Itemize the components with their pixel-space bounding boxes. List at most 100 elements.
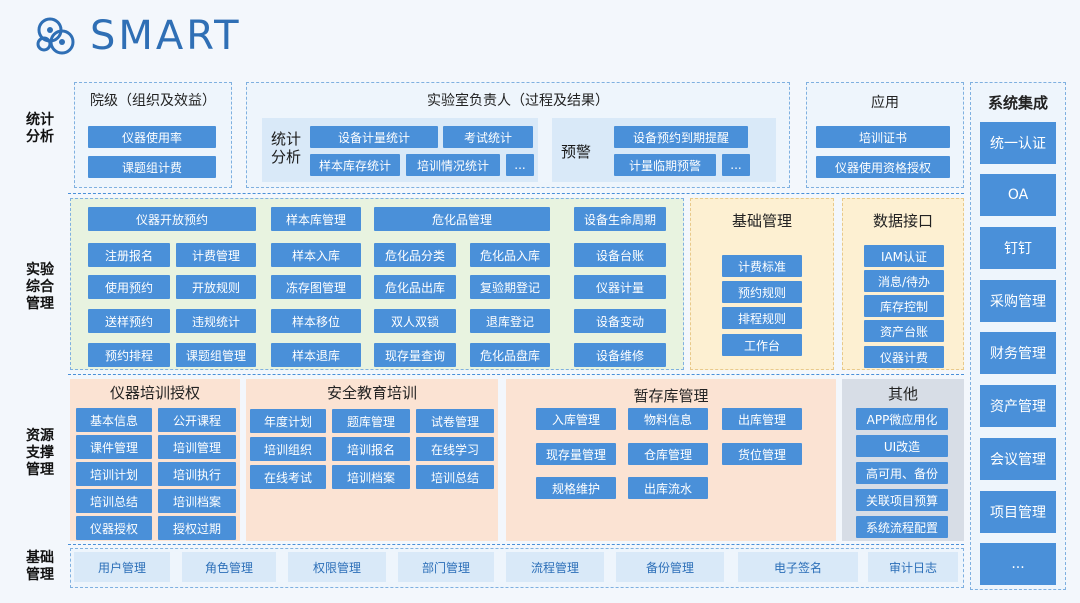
data-api-item[interactable]: 仪器计费	[864, 346, 944, 368]
lab-item[interactable]: 课题组管理	[176, 343, 256, 367]
base-mgmt-item[interactable]: 排程规则	[722, 307, 802, 329]
lab-item[interactable]: 仪器计量	[574, 275, 666, 299]
other-item[interactable]: UI改造	[856, 435, 948, 457]
lab-item[interactable]: 送样预约	[88, 309, 170, 333]
safety-item[interactable]: 题库管理	[332, 409, 410, 433]
integration-item[interactable]: 财务管理	[980, 332, 1056, 374]
foundation-item[interactable]: 权限管理	[288, 552, 386, 582]
integration-item[interactable]: 统一认证	[980, 122, 1056, 164]
training-item[interactable]: 授权过期	[158, 516, 236, 540]
stats-item[interactable]: 培训情况统计	[406, 154, 500, 176]
integration-item[interactable]: 采购管理	[980, 280, 1056, 322]
stats-item[interactable]: 样本库存统计	[310, 154, 400, 176]
integration-item[interactable]: 会议管理	[980, 438, 1056, 480]
training-item[interactable]: 培训执行	[158, 462, 236, 486]
lab-item[interactable]: 样本入库	[271, 243, 361, 267]
lab-item[interactable]: 危化品分类	[374, 243, 456, 267]
foundation-item[interactable]: 审计日志	[868, 552, 958, 582]
lab-item[interactable]: 危化品盘库	[470, 343, 550, 367]
training-item[interactable]: 公开课程	[158, 408, 236, 432]
lab-item[interactable]: 现存量查询	[374, 343, 456, 367]
dean-item[interactable]: 仪器使用率	[88, 126, 216, 148]
base-mgmt-item[interactable]: 计费标准	[722, 255, 802, 277]
other-item[interactable]: 高可用、备份	[856, 462, 948, 484]
foundation-item[interactable]: 备份管理	[616, 552, 724, 582]
foundation-item[interactable]: 部门管理	[398, 552, 494, 582]
warn-more[interactable]: ...	[722, 154, 750, 176]
foundation-item[interactable]: 用户管理	[74, 552, 170, 582]
safety-item[interactable]: 培训报名	[332, 437, 410, 461]
warn-item[interactable]: 计量临期预警	[614, 154, 716, 176]
lab-header[interactable]: 仪器开放预约	[88, 207, 256, 231]
data-api-item[interactable]: 库存控制	[864, 295, 944, 317]
training-item[interactable]: 课件管理	[76, 435, 152, 459]
lab-item[interactable]: 设备台账	[574, 243, 666, 267]
storage-item[interactable]: 仓库管理	[628, 443, 708, 465]
storage-item[interactable]: 出库管理	[722, 408, 802, 430]
lab-item[interactable]: 退库登记	[470, 309, 550, 333]
training-item[interactable]: 培训档案	[158, 489, 236, 513]
other-item[interactable]: APP微应用化	[856, 408, 948, 430]
stats-item[interactable]: 设备计量统计	[310, 126, 438, 148]
lab-item[interactable]: 双人双锁	[374, 309, 456, 333]
safety-item[interactable]: 培训档案	[332, 465, 410, 489]
lab-item[interactable]: 违规统计	[176, 309, 256, 333]
lab-item[interactable]: 危化品入库	[470, 243, 550, 267]
storage-item[interactable]: 出库流水	[628, 477, 708, 499]
storage-item[interactable]: 现存量管理	[536, 443, 616, 465]
base-mgmt-item[interactable]: 预约规则	[722, 281, 802, 303]
dean-item[interactable]: 课题组计费	[88, 156, 216, 178]
training-item[interactable]: 培训总结	[76, 489, 152, 513]
app-item[interactable]: 仪器使用资格授权	[816, 156, 950, 178]
storage-item[interactable]: 货位管理	[722, 443, 802, 465]
safety-item[interactable]: 试卷管理	[416, 409, 494, 433]
data-api-item[interactable]: 资产台账	[864, 320, 944, 342]
lab-header[interactable]: 设备生命周期	[574, 207, 666, 231]
lab-item[interactable]: 注册报名	[88, 243, 170, 267]
safety-item[interactable]: 年度计划	[250, 409, 326, 433]
data-api-item[interactable]: IAM认证	[864, 245, 944, 267]
foundation-item[interactable]: 角色管理	[182, 552, 276, 582]
foundation-item[interactable]: 流程管理	[506, 552, 604, 582]
integration-item[interactable]: 钉钉	[980, 227, 1056, 269]
integration-item[interactable]: OA	[980, 174, 1056, 216]
lab-header[interactable]: 样本库管理	[271, 207, 361, 231]
safety-item[interactable]: 在线考试	[250, 465, 326, 489]
integration-item[interactable]: 项目管理	[980, 491, 1056, 533]
safety-item[interactable]: 培训组织	[250, 437, 326, 461]
training-item[interactable]: 基本信息	[76, 408, 152, 432]
integration-title: 系统集成	[987, 94, 1048, 112]
lab-header[interactable]: 危化品管理	[374, 207, 550, 231]
lab-item[interactable]: 样本退库	[271, 343, 361, 367]
data-api-item[interactable]: 消息/待办	[864, 270, 944, 292]
row-divider	[68, 193, 964, 194]
lab-item[interactable]: 危化品出库	[374, 275, 456, 299]
lab-item[interactable]: 冻存图管理	[271, 275, 361, 299]
lab-item[interactable]: 样本移位	[271, 309, 361, 333]
training-item[interactable]: 培训计划	[76, 462, 152, 486]
base-mgmt-item[interactable]: 工作台	[722, 334, 802, 356]
storage-item[interactable]: 物料信息	[628, 408, 708, 430]
lab-item[interactable]: 计费管理	[176, 243, 256, 267]
lab-item[interactable]: 复验期登记	[470, 275, 550, 299]
safety-item[interactable]: 培训总结	[416, 465, 494, 489]
storage-item[interactable]: 入库管理	[536, 408, 616, 430]
lab-item[interactable]: 设备维修	[574, 343, 666, 367]
warn-item[interactable]: 设备预约到期提醒	[614, 126, 748, 148]
storage-item[interactable]: 规格维护	[536, 477, 616, 499]
lab-item[interactable]: 使用预约	[88, 275, 170, 299]
lab-item[interactable]: 预约排程	[88, 343, 170, 367]
training-item[interactable]: 培训管理	[158, 435, 236, 459]
integration-more[interactable]: ...	[980, 543, 1056, 585]
integration-item[interactable]: 资产管理	[980, 385, 1056, 427]
stats-more[interactable]: ...	[506, 154, 534, 176]
lab-item[interactable]: 设备变动	[574, 309, 666, 333]
training-item[interactable]: 仪器授权	[76, 516, 152, 540]
other-item[interactable]: 系统流程配置	[856, 516, 948, 538]
safety-item[interactable]: 在线学习	[416, 437, 494, 461]
foundation-item[interactable]: 电子签名	[738, 552, 858, 582]
other-item[interactable]: 关联项目预算	[856, 489, 948, 511]
lab-item[interactable]: 开放规则	[176, 275, 256, 299]
stats-item[interactable]: 考试统计	[443, 126, 533, 148]
app-item[interactable]: 培训证书	[816, 126, 950, 148]
